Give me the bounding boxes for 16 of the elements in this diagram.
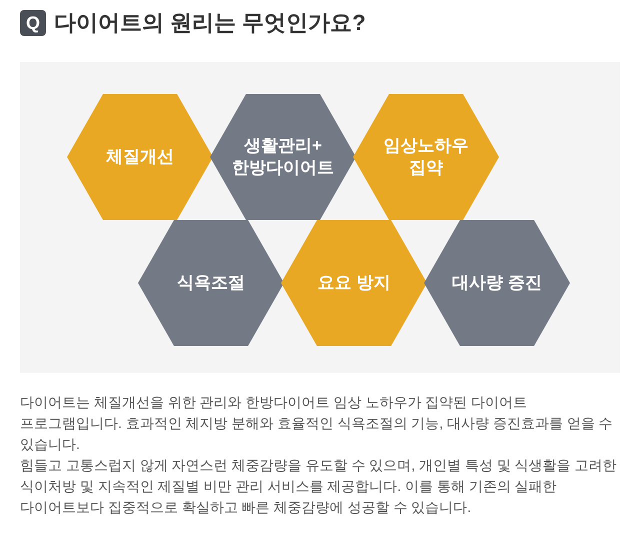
description-paragraph: 힘들고 고통스럽지 않게 자연스런 체중감량을 유도할 수 있으며, 개인별 특성 및 식생활을 고려한 식이처방 및 지속적인 제질별 비만 관리 서비스를 제공합니다. 이를 통해 기존의 실패한 다이어트보다 집중적으로 확실하고 빠른 체중감량에 성공할 수 있습니다.	[20, 456, 618, 517]
description-paragraph: 다이어트는 체질개선을 위한 관리와 한방다이어트 임상 노하우가 집약된 다이어트 프로그램입니다. 효과적인 체지방 분해와 효율적인 식욕조절의 기능, 대사량 증진효과를 얻을 수 있습니다.	[20, 393, 614, 454]
hexagon	[138, 220, 284, 346]
hexagon-label: 식욕조절	[177, 272, 245, 294]
hexagon-label: 체질개선	[106, 146, 174, 168]
hexagon	[210, 94, 356, 220]
q-badge: Q	[20, 10, 46, 36]
title: 다이어트의 원리는 무엇인가요?	[54, 9, 366, 37]
hexagon	[424, 220, 570, 346]
hexagon-label: 요요 방지	[318, 272, 390, 294]
hexagon-label: 임상노하우 집약	[382, 135, 470, 179]
hexagon	[353, 94, 499, 220]
hexagon-label: 대사량 증진	[452, 272, 542, 294]
hexagon	[67, 94, 213, 220]
hexagon-label: 생활관리+ 한방다이어트	[232, 135, 334, 179]
hexagon	[281, 220, 427, 346]
